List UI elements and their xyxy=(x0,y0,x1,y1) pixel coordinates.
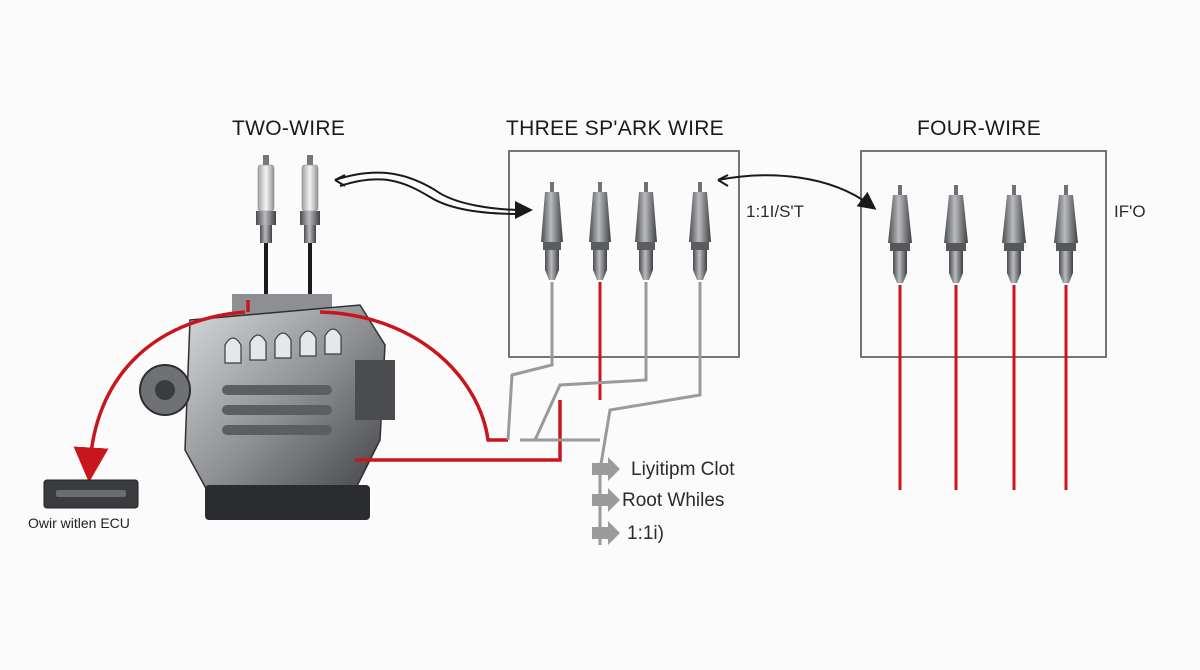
spark-plug-icon xyxy=(256,155,276,305)
spark-plug-icon xyxy=(689,182,711,280)
four-wire-box xyxy=(860,150,1107,358)
three-wire-side-label: 1:1I/S'T xyxy=(746,202,805,221)
spark-plug-icon xyxy=(1002,185,1026,490)
four-wire-side-label: IF'O xyxy=(1114,202,1146,221)
legend-item-2: Root Whiles xyxy=(622,490,725,511)
arrow-icon xyxy=(592,488,620,512)
spark-plug-icon xyxy=(300,155,320,305)
spark-plug-icon xyxy=(635,182,657,280)
legend-item-3: 1:1i) xyxy=(627,523,664,544)
four-wire-title: FOUR-WIRE xyxy=(917,117,1042,140)
ecu-module-icon xyxy=(43,479,139,509)
ecu-label: Owir witlen ECU xyxy=(28,515,130,531)
connector-two-to-three xyxy=(334,171,533,219)
connector-three-to-four xyxy=(717,174,877,210)
two-wire-title: TWO-WIRE xyxy=(232,117,346,140)
arrow-icon xyxy=(592,521,620,545)
spark-plug-icon xyxy=(541,182,563,280)
two-wire-plugs xyxy=(256,155,320,305)
four-wire-plugs xyxy=(888,185,1078,490)
three-wire-plugs xyxy=(541,182,711,280)
spark-plug-icon xyxy=(589,182,611,280)
engine-icon xyxy=(139,294,395,520)
three-wire-box xyxy=(508,150,740,358)
spark-plug-icon xyxy=(1054,185,1078,490)
three-wire-title: THREE SP'ARK WIRE xyxy=(506,117,724,140)
spark-plug-icon xyxy=(888,185,912,490)
legend-arrows xyxy=(592,457,620,545)
spark-plug-icon xyxy=(944,185,968,490)
engine-red-wires xyxy=(73,300,562,483)
arrow-icon xyxy=(592,457,620,481)
legend-item-1: Liyitipm Clot xyxy=(631,459,735,480)
